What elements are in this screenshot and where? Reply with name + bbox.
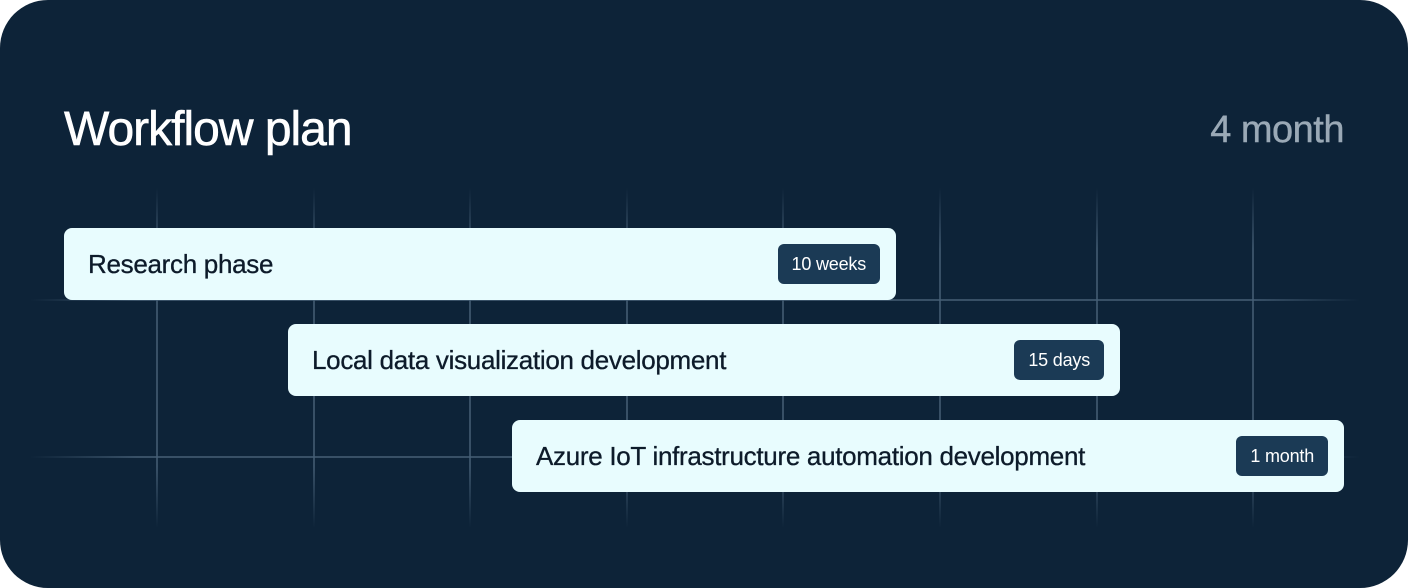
page-title: Workflow plan — [64, 103, 353, 157]
task-bar-research[interactable]: Research phase 10 weeks — [64, 228, 896, 300]
duration-badge: 15 days — [1014, 340, 1104, 380]
duration-badge: 10 weeks — [777, 244, 880, 284]
task-label: Research phase — [88, 248, 274, 279]
total-duration: 4 month — [1210, 109, 1345, 151]
task-bar-local-data-visualization[interactable]: Local data visualization development 15 … — [288, 324, 1120, 396]
duration-badge: 1 month — [1236, 436, 1328, 476]
task-label: Azure IoT infrastructure automation deve… — [536, 440, 1086, 471]
task-bar-azure-iot[interactable]: Azure IoT infrastructure automation deve… — [512, 420, 1344, 492]
task-label: Local data visualization development — [312, 344, 727, 375]
